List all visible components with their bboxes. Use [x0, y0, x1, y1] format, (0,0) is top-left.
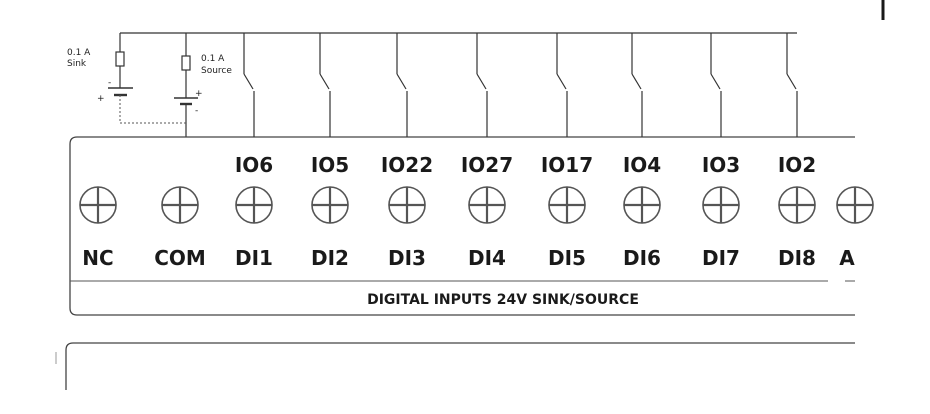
input-switch-icon [786, 33, 798, 137]
io-label: IO6 [235, 153, 273, 177]
source-fuse-icon [181, 55, 191, 71]
input-switch-icon [556, 33, 568, 137]
sink-minus-sign: - [108, 78, 111, 88]
screw-terminal-icon[interactable] [702, 186, 740, 224]
terminal-label: A [839, 246, 855, 270]
source-fuse-mode: Source [201, 66, 232, 76]
terminal-label: DI8 [778, 246, 816, 270]
terminal-block [69, 136, 855, 316]
io-label: IO22 [381, 153, 433, 177]
input-switch-icon [396, 33, 408, 137]
sink-fuse-icon [115, 51, 125, 67]
screw-terminal-icon[interactable] [548, 186, 586, 224]
screw-terminal-icon[interactable] [161, 186, 199, 224]
sink-plus-sign: + [97, 94, 105, 104]
screw-terminal-icon[interactable] [778, 186, 816, 224]
dashed-link [119, 95, 186, 124]
terminal-label: DI4 [468, 246, 506, 270]
terminal-label: DI2 [311, 246, 349, 270]
terminal-label: DI7 [702, 246, 740, 270]
terminal-label: COM [154, 246, 206, 270]
terminal-label: DI6 [623, 246, 661, 270]
screw-terminal-icon[interactable] [388, 186, 426, 224]
io-label: IO27 [461, 153, 513, 177]
sink-fuse-mode: Sink [67, 59, 87, 69]
input-switch-icon [710, 33, 722, 137]
input-switch-icon [319, 33, 331, 137]
lower-panel [65, 342, 855, 390]
screw-terminal-icon[interactable] [79, 186, 117, 224]
io-label: IO17 [541, 153, 593, 177]
screw-terminal-icon[interactable] [311, 186, 349, 224]
source-minus-sign: - [195, 106, 198, 116]
io-label: IO5 [311, 153, 349, 177]
input-switch-icon [476, 33, 488, 137]
terminal-label: DI5 [548, 246, 586, 270]
io-label: IO3 [702, 153, 740, 177]
source-plus-sign: + [195, 89, 203, 99]
terminal-label: NC [82, 246, 113, 270]
screw-terminal-icon[interactable] [468, 186, 506, 224]
screw-terminal-icon[interactable] [623, 186, 661, 224]
sink-supply-branch [108, 33, 133, 97]
terminal-label: DI1 [235, 246, 273, 270]
input-switch-icon [243, 33, 255, 137]
screw-terminal-icon[interactable] [836, 186, 874, 224]
screw-terminal-icon[interactable] [235, 186, 273, 224]
source-fuse-current: 0.1 A [201, 54, 225, 64]
group-label: DIGITAL INPUTS 24V SINK/SOURCE [367, 292, 639, 308]
io-label: IO2 [778, 153, 816, 177]
terminal-label: DI3 [388, 246, 426, 270]
sink-fuse-current: 0.1 A [67, 48, 91, 58]
input-switch-icon [631, 33, 643, 137]
io-label: IO4 [623, 153, 661, 177]
source-supply-branch [174, 33, 198, 137]
